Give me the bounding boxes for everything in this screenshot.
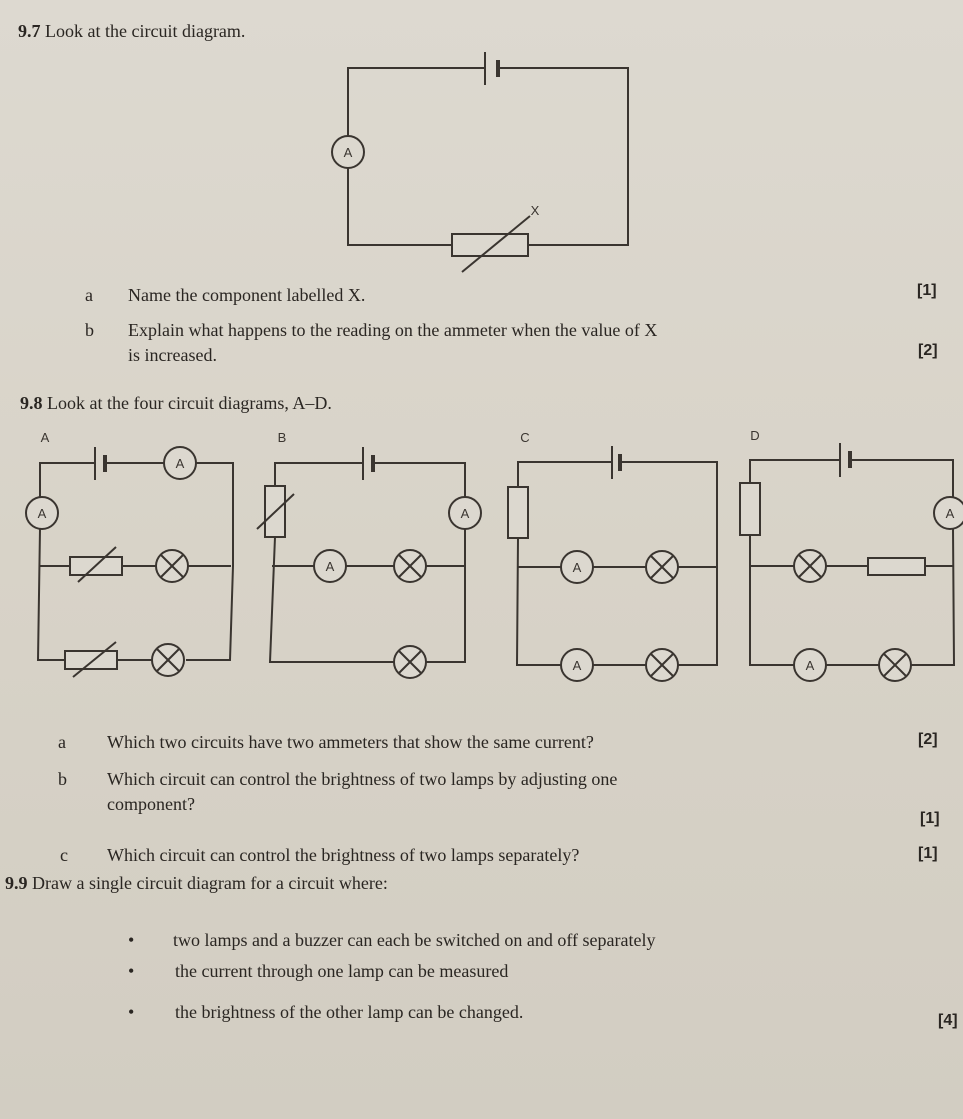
circuit-label: C bbox=[520, 430, 529, 445]
marks: [1] bbox=[917, 282, 937, 299]
circuit-9-7: A X bbox=[331, 52, 629, 273]
circuit-label: B bbox=[278, 430, 287, 445]
question-prompt: Look at the circuit diagram. bbox=[45, 21, 246, 41]
question-number: 9.8 bbox=[20, 393, 43, 413]
ammeter-label: A bbox=[176, 456, 185, 471]
part-letter: b bbox=[85, 320, 94, 340]
part-letter: c bbox=[60, 845, 68, 865]
bullet-icon: • bbox=[128, 961, 135, 981]
variable-resistor-icon bbox=[451, 233, 529, 257]
question-prompt: Draw a single circuit diagram for a circ… bbox=[32, 873, 388, 893]
ammeter-label: A bbox=[946, 506, 955, 521]
question-9-7b-text: Explain what happens to the reading on t… bbox=[128, 320, 658, 340]
variable-resistor-arrow bbox=[461, 215, 531, 273]
question-number: 9.7 bbox=[18, 21, 41, 41]
circuit-label: D bbox=[750, 428, 759, 443]
component-x-label: X bbox=[531, 203, 540, 218]
ammeter-label: A bbox=[573, 560, 582, 575]
bullet-item: the current through one lamp can be meas… bbox=[175, 961, 509, 981]
ammeter-label: A bbox=[806, 658, 815, 673]
marks: [1] bbox=[920, 810, 940, 827]
question-9-8a-text: Which two circuits have two ammeters tha… bbox=[107, 732, 594, 752]
question-9-7b-text-cont: is increased. bbox=[128, 345, 217, 365]
bullet-icon: • bbox=[128, 1002, 135, 1022]
marks: [2] bbox=[918, 731, 938, 748]
question-9-7-heading: 9.7 Look at the circuit diagram. bbox=[18, 20, 245, 42]
question-number: 9.9 bbox=[5, 873, 28, 893]
part-letter: b bbox=[58, 769, 67, 789]
ammeter-label: A bbox=[573, 658, 582, 673]
ammeter-label: A bbox=[326, 559, 335, 574]
marks: [4] bbox=[938, 1012, 958, 1029]
bullet-icon: • bbox=[128, 930, 135, 950]
part-letter: a bbox=[85, 285, 93, 305]
circuit-a: A A A bbox=[25, 430, 234, 678]
question-9-8b-text-cont: component? bbox=[107, 794, 195, 814]
part-letter: a bbox=[58, 732, 66, 752]
question-prompt: Look at the four circuit diagrams, A–D. bbox=[47, 393, 332, 413]
circuit-b: B A A bbox=[256, 430, 482, 679]
bullet-item: two lamps and a buzzer can each be switc… bbox=[173, 930, 656, 950]
question-9-9-heading: 9.9 Draw a single circuit diagram for a … bbox=[5, 872, 388, 894]
ammeter-label: A bbox=[38, 506, 47, 521]
circuit-c: C A A bbox=[507, 430, 718, 682]
ammeter-label: A bbox=[344, 145, 353, 160]
circuit-d: D A A bbox=[739, 428, 963, 682]
circuit-label: A bbox=[41, 430, 50, 445]
question-9-8c-text: Which circuit can control the brightness… bbox=[107, 845, 580, 865]
bullet-item: the brightness of the other lamp can be … bbox=[175, 1002, 524, 1022]
marks: [1] bbox=[918, 845, 938, 862]
ammeter-label: A bbox=[461, 506, 470, 521]
ammeter-icon bbox=[331, 135, 365, 169]
question-9-7a-text: Name the component labelled X. bbox=[128, 285, 366, 305]
marks: [2] bbox=[918, 342, 938, 359]
question-9-8b-text: Which circuit can control the brightness… bbox=[107, 769, 618, 789]
question-9-8-heading: 9.8 Look at the four circuit diagrams, A… bbox=[20, 392, 332, 414]
